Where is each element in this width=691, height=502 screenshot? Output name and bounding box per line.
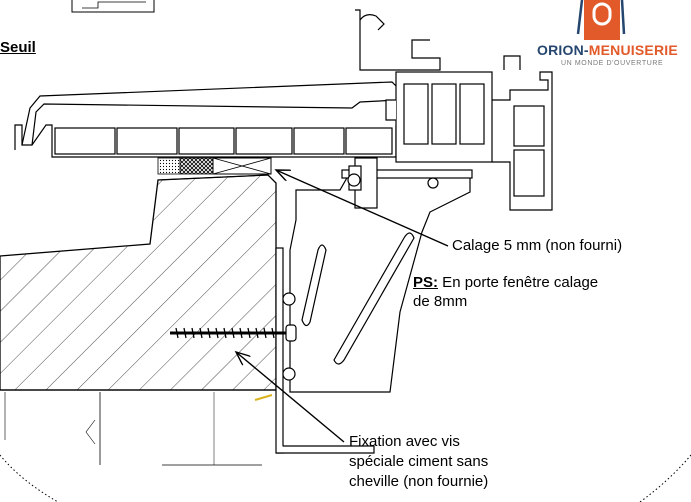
sill-profile bbox=[14, 81, 399, 158]
ps-text-line1: En porte fenêtre calage bbox=[438, 274, 599, 291]
logo-name: ORION-MENUISERIE bbox=[537, 42, 678, 58]
fixation-line2: spéciale ciment sans bbox=[349, 453, 489, 470]
concrete-screw bbox=[170, 324, 297, 342]
angle-plate bbox=[275, 247, 375, 454]
mounting-bracket bbox=[289, 157, 473, 393]
floor-lines bbox=[4, 392, 273, 466]
fixation-line1: Fixation avec vis bbox=[349, 433, 460, 450]
section-title: Seuil bbox=[0, 39, 36, 56]
ps-label: PS: bbox=[413, 274, 439, 291]
callout-fixation: Fixation avec vis spéciale ciment sans c… bbox=[349, 432, 488, 492]
upper-profile-fragment bbox=[71, 0, 155, 13]
orion-menuiserie-logo: ORION-MENUISERIE UN MONDE D'OUVERTURE bbox=[534, 0, 691, 80]
concrete-wall bbox=[0, 174, 277, 391]
logo-tagline: UN MONDE D'OUVERTURE bbox=[561, 60, 664, 67]
boundary-arcs bbox=[0, 454, 691, 502]
leader-arrows bbox=[236, 170, 449, 443]
joint-strips bbox=[157, 157, 272, 175]
ps-text-line2: de 8mm bbox=[413, 293, 468, 310]
callout-calage: Calage 5 mm (non fourni) bbox=[452, 237, 623, 254]
callout-ps-note: PS: En porte fenêtre calage de 8mm bbox=[413, 273, 598, 311]
window-frame-profile bbox=[355, 9, 553, 211]
fixation-line3: cheville (non fournie) bbox=[349, 473, 489, 490]
logo-house-icon bbox=[576, 0, 626, 40]
